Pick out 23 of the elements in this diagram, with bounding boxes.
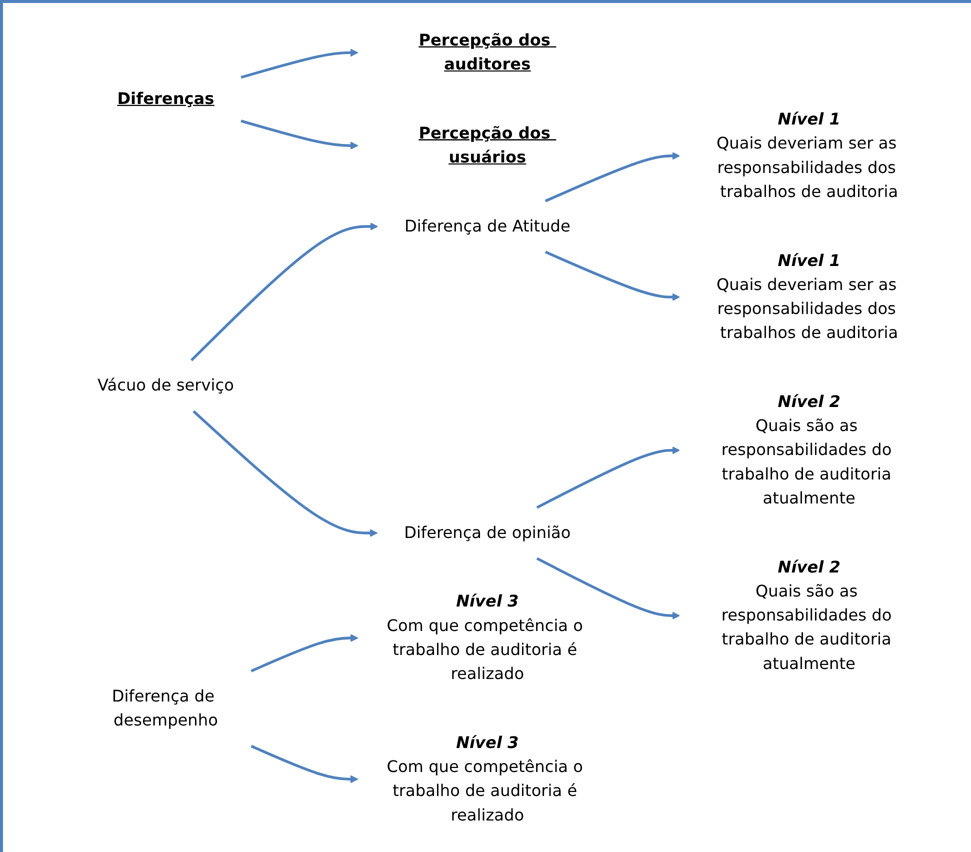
node-text: Nível 2 Quais são as responsabilidades do trabalho de auditoria atualmente [720,558,892,673]
arrow [192,410,378,536]
arrow [240,119,358,150]
arrow [250,634,358,672]
node-text: Nível 2 Quais são as responsabilidades do trabalho de auditoria atualmente [720,392,892,508]
arrow [240,48,358,78]
arrow [544,250,680,300]
arrow [544,151,680,202]
node-text: Percepção dos auditores [418,30,550,74]
node-text: Nível 1 Quais deveriam ser as responsabilidades dos trabalhos de auditoria [716,110,898,201]
node-text: Diferenças [116,89,214,108]
arrow [536,446,680,508]
node-text: Nível 3 Com que competência o trabalho de auditoria é realizado [386,592,583,684]
node-text: Diferença de desempenho [111,686,218,730]
node-text: Nível 3 Com que competência o trabalho de auditoria é realizado [386,733,583,824]
node-text: Percepção dos usuários [418,124,550,167]
node-text: Diferença de opinião [404,523,570,542]
arrow [250,744,358,783]
node-text: Nível 1 Quais deveriam ser as responsabilidades dos trabalhos de auditoria [716,251,898,342]
node-text: Diferença de Atitude [404,216,570,236]
arrow [536,556,680,620]
node-text: Vácuo de serviço [97,376,234,395]
arrow [190,222,378,361]
